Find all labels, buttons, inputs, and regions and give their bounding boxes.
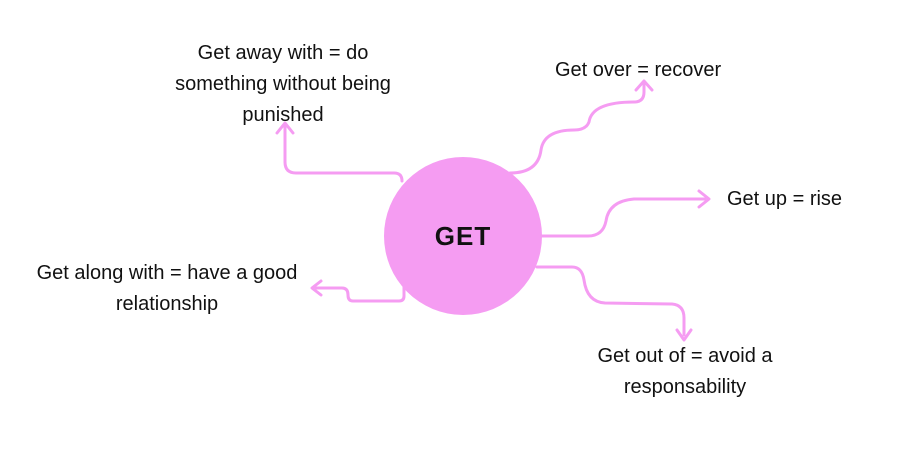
- arrowhead-get-away-with: [275, 121, 295, 135]
- arrowhead-get-along-with: [310, 279, 323, 297]
- branch-label-get-up: Get up = rise: [727, 184, 842, 215]
- arrowhead-get-up: [697, 189, 711, 209]
- connector-get-up: [540, 197, 707, 238]
- center-label: GET: [434, 220, 492, 251]
- arrowhead-get-out-of: [675, 328, 693, 342]
- center-node: GET: [384, 157, 542, 315]
- connector-get-out-of: [535, 265, 686, 337]
- branch-text-line: Get up = rise: [727, 188, 843, 210]
- branch-text-line: punished: [242, 104, 324, 126]
- branch-text-line: something without being: [175, 73, 391, 95]
- branch-text-line: Get away with = do: [197, 42, 369, 64]
- branch-label-get-away-with: Get away with = do something without bei…: [150, 38, 416, 131]
- branch-text-line: responsability: [623, 376, 747, 398]
- branch-label-get-out-of: Get out of = avoid a responsability: [580, 341, 790, 403]
- branch-label-get-along-with: Get along with = have a good relationshi…: [25, 258, 309, 320]
- arrowhead-get-over: [634, 79, 654, 92]
- connector-get-over: [508, 82, 646, 175]
- connector-get-along-with: [314, 280, 406, 303]
- branch-label-get-over: Get over = recover: [555, 55, 721, 86]
- branch-text-line: Get along with = have a good: [36, 262, 298, 284]
- branch-text-line: relationship: [115, 293, 219, 315]
- branch-text-line: Get over = recover: [555, 59, 722, 81]
- branch-text-line: Get out of = avoid a: [597, 345, 773, 367]
- connector-get-away-with: [283, 124, 404, 183]
